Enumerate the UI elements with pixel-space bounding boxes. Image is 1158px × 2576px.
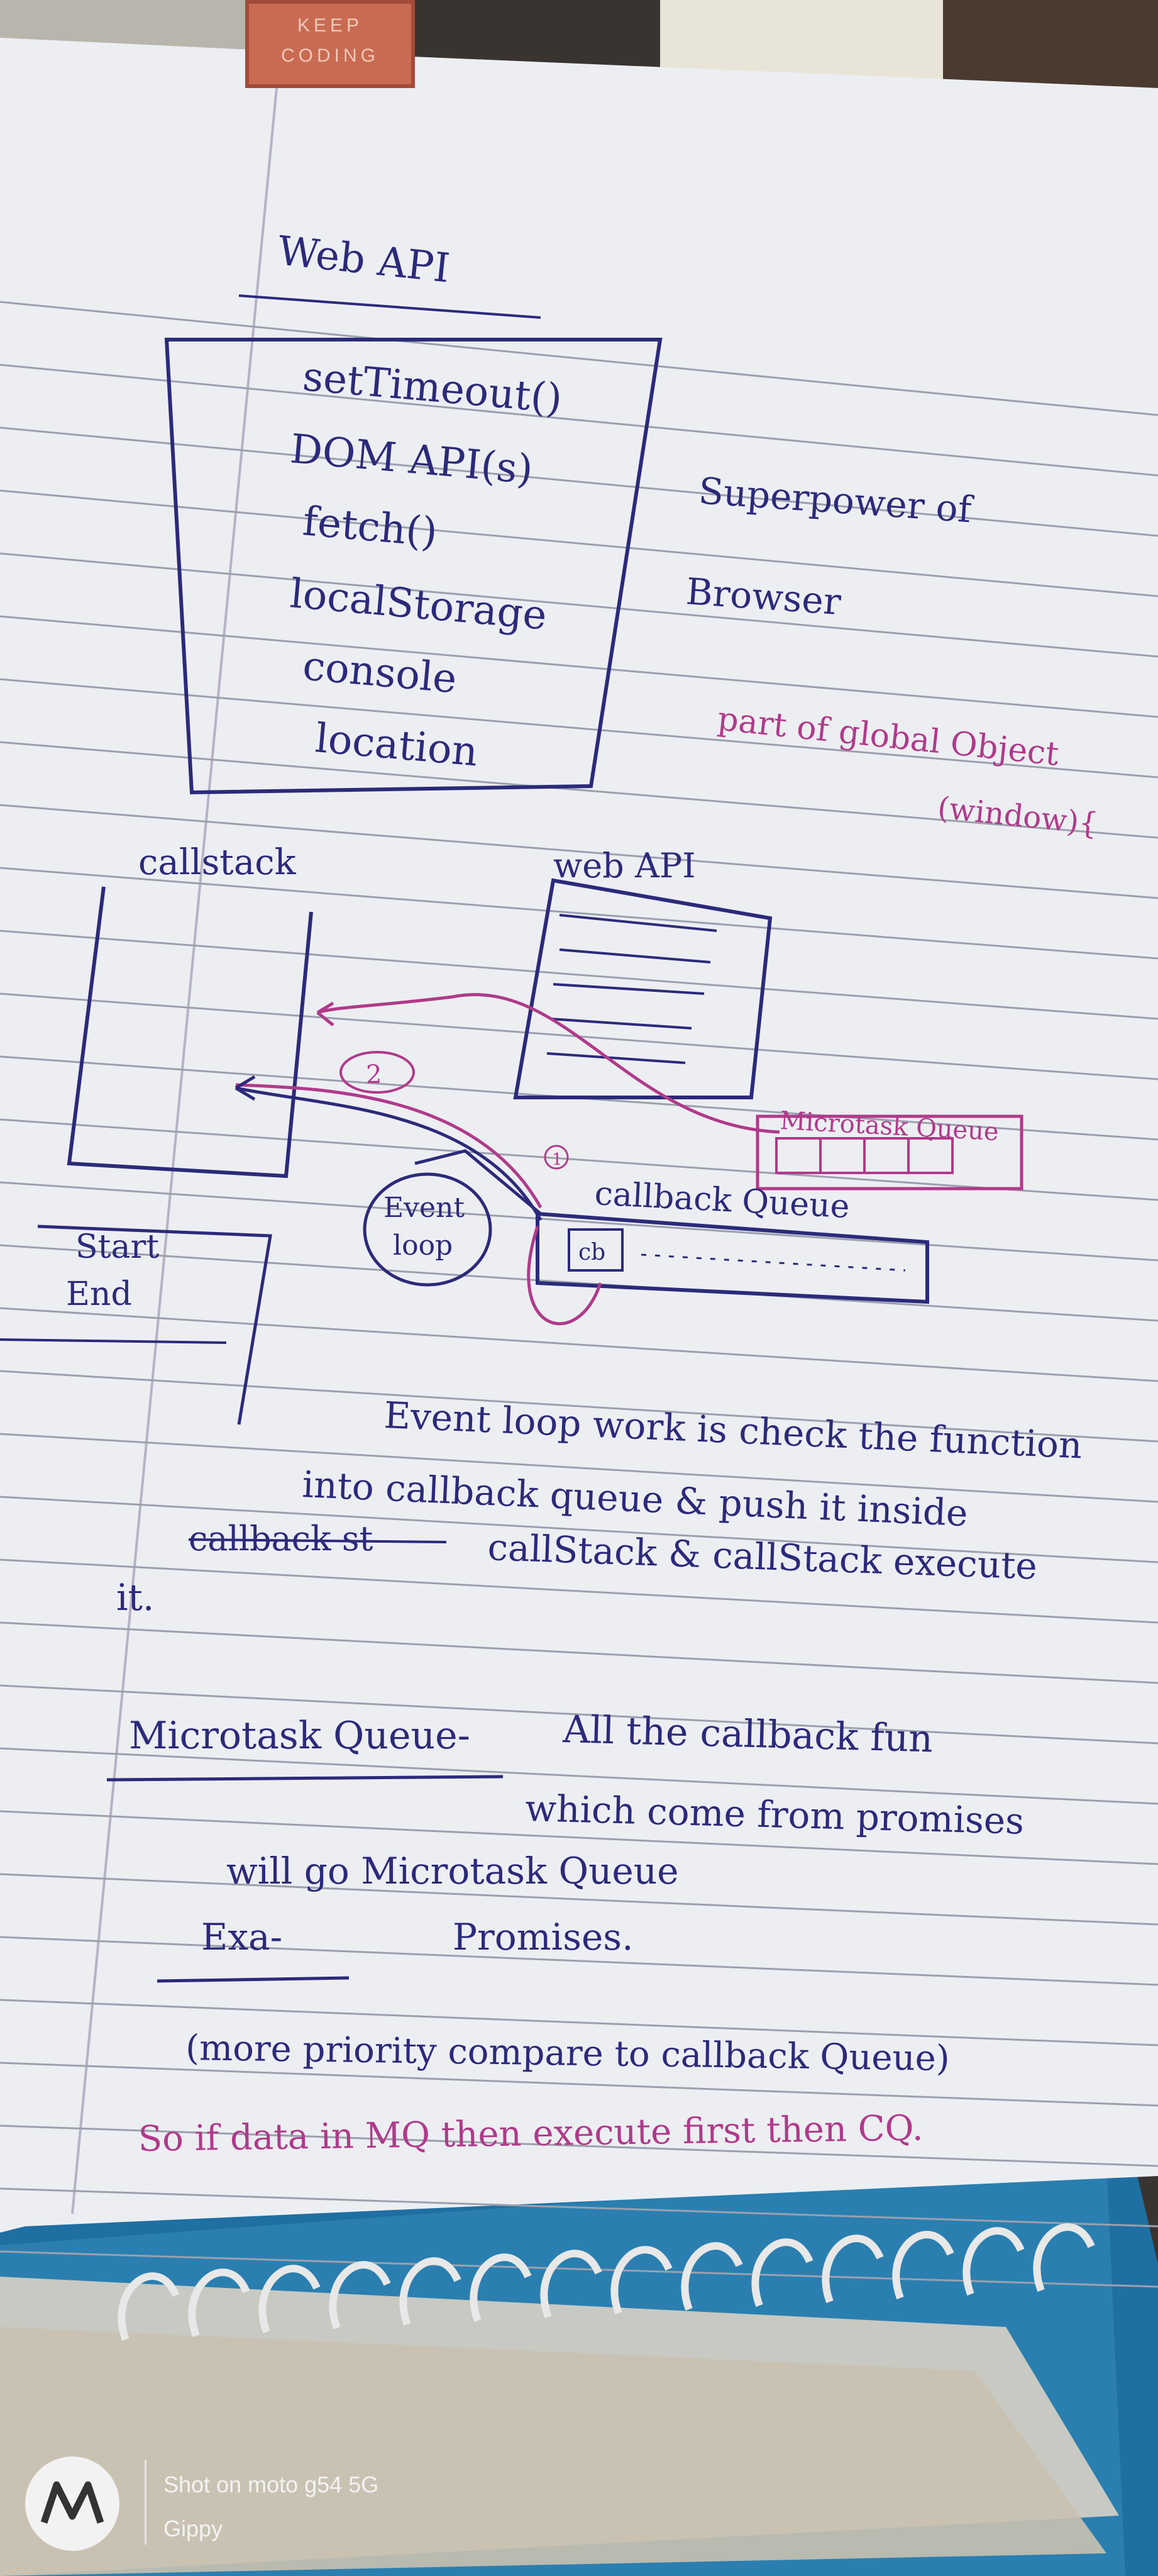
spiral-ring [892, 2231, 954, 2300]
ruled-line [0, 1747, 1158, 1805]
ruled-line [0, 364, 1158, 477]
callstack-box [67, 886, 313, 1179]
ruled-line [0, 1244, 1158, 1322]
ruled-line [0, 804, 1158, 899]
spiral-ring [188, 2268, 250, 2338]
ruled-line [0, 426, 1158, 537]
ruled-line [0, 1370, 1158, 1443]
example-label: Exa- [201, 1916, 282, 1958]
camera-watermark: Shot on moto g54 5G Gippy [19, 2450, 497, 2551]
spiral-ring [118, 2272, 180, 2341]
event-loop-label-1: Event [383, 1192, 465, 1224]
ruled-line [0, 1181, 1158, 1262]
sign-line-1: KEEP [297, 15, 363, 36]
ruled-line [0, 678, 1158, 779]
marker-1: 1 [552, 1150, 563, 1169]
spiral-ring [822, 2235, 884, 2304]
spiral-ring [399, 2257, 461, 2326]
spiral-ring [751, 2238, 813, 2307]
callstack-label: callstack [138, 842, 297, 883]
spiral-ring [962, 2227, 1025, 2296]
ruled-line [0, 301, 1158, 416]
web-api-box [164, 338, 663, 795]
spiral-ring [329, 2261, 391, 2330]
paper-sheet [0, 38, 1158, 2233]
web-api-mini-box [513, 878, 773, 1099]
motorola-logo-icon [25, 2457, 119, 2551]
para1-line4: it. [116, 1576, 154, 1619]
ruled-line [0, 2187, 1158, 2228]
microtask-queue-box [756, 1114, 1023, 1191]
ruled-line [0, 1496, 1158, 1563]
ruled-line [0, 1999, 1158, 2046]
sign-line-2: CODING [281, 45, 379, 66]
start-label: Start [75, 1228, 159, 1266]
ruled-line [0, 1307, 1158, 1382]
ruled-line [0, 741, 1158, 839]
ruled-line [0, 1433, 1158, 1503]
event-loop-circle [363, 1172, 492, 1287]
cb-label: cb [578, 1240, 605, 1265]
watermark-separator [145, 2460, 146, 2545]
ruled-line [0, 1936, 1158, 1986]
spiral-notebook [0, 2151, 1158, 2576]
ruled-line [0, 1684, 1158, 1745]
watermark-name: Gippy [163, 2516, 223, 2541]
start-end-box [37, 1224, 272, 1425]
ruled-line [0, 1118, 1158, 1201]
ruled-lines [0, 301, 1158, 2288]
spiral-ring [610, 2246, 673, 2315]
event-loop-label-2: loop [393, 1230, 453, 1262]
ruled-line [0, 552, 1158, 658]
ruled-line [0, 1621, 1158, 1684]
ruled-line [0, 1558, 1158, 1624]
spiral-ring [540, 2250, 602, 2319]
webapi-label: web API [553, 846, 696, 886]
ruled-line [0, 1810, 1158, 1865]
ruled-line [0, 489, 1158, 597]
ruled-line [0, 867, 1158, 960]
para2-line3: will go Microtask Queue [226, 1850, 678, 1892]
notebook-spirals [118, 2223, 1095, 2341]
watermark-device: Shot on moto g54 5G [163, 2472, 379, 2497]
ruled-line [0, 2124, 1158, 2167]
end-label: End [66, 1275, 132, 1313]
callback-queue-box [536, 1211, 929, 1304]
example-value: Promises. [453, 1916, 634, 1958]
ruled-line [0, 1873, 1158, 1926]
keep-coding-sign: KEEP CODING [245, 0, 415, 88]
ruled-line [0, 615, 1158, 718]
spiral-ring [1033, 2223, 1095, 2292]
spiral-ring [258, 2265, 321, 2334]
para2-line1: All the callback fun [562, 1707, 934, 1761]
spiral-ring [470, 2253, 532, 2323]
marker-2: 2 [366, 1060, 382, 1089]
ruled-line [0, 2062, 1158, 2107]
microtask-heading: Microtask Queue- [129, 1714, 470, 1758]
spiral-ring [681, 2242, 743, 2311]
ruled-line [0, 930, 1158, 1020]
